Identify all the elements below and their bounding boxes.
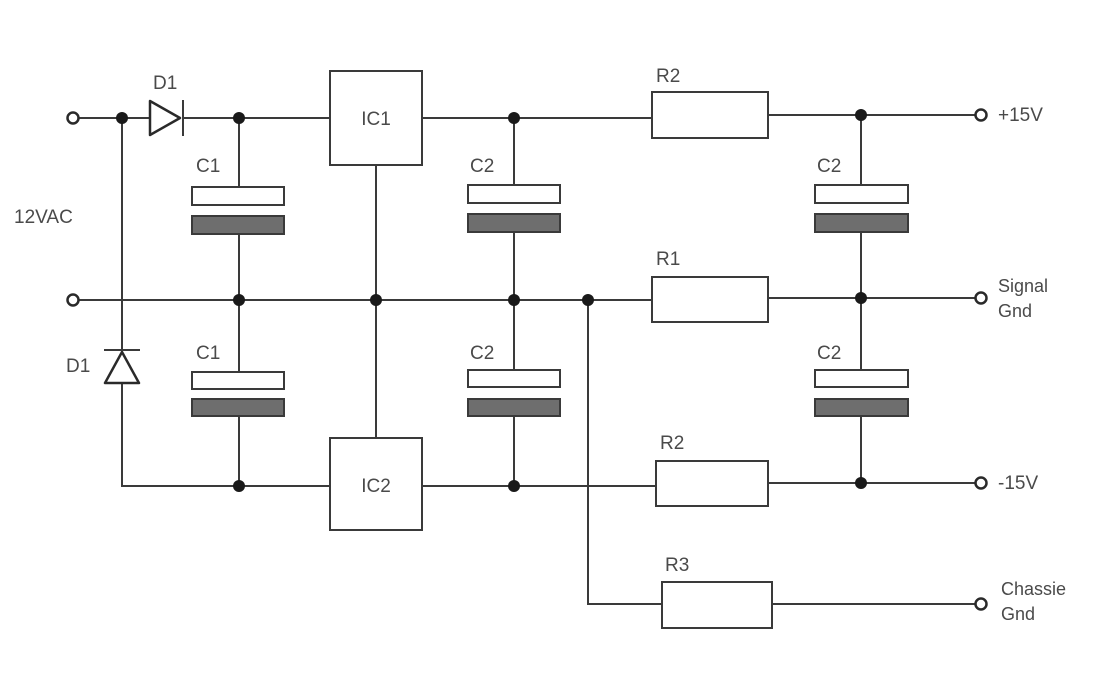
junction-node (370, 294, 382, 306)
wire-r3-branch (587, 300, 662, 605)
chassie-gnd-label-line2: Gnd (1001, 604, 1035, 624)
capacitor-c1-top (191, 186, 285, 235)
terminals (66, 108, 988, 611)
resistor-r2-top (651, 91, 769, 139)
r1-label: R1 (656, 249, 680, 270)
terminal-plus15 (974, 108, 988, 122)
r3-label: R3 (665, 555, 689, 576)
c2-mid-bottom-label: C2 (470, 343, 494, 364)
chassie-gnd-label-line1: Chassie (1001, 579, 1066, 599)
diode-top-label: D1 (153, 73, 177, 94)
plus15-label: +15V (998, 105, 1043, 126)
capacitor-c2-right-top (814, 184, 909, 233)
junction-node (855, 477, 867, 489)
junction-node (582, 294, 594, 306)
capacitor-c2-mid-bottom (467, 369, 561, 417)
resistor-r2-bottom (655, 460, 769, 507)
wire-bottom-d1-to-ic2 (121, 118, 330, 487)
c2-right-bottom-label: C2 (817, 343, 841, 364)
junction-node (855, 292, 867, 304)
r2-bottom-label: R2 (660, 433, 684, 454)
capacitor-c1-bottom (191, 371, 285, 417)
minus15-label: -15V (998, 473, 1038, 494)
r2-top-label: R2 (656, 66, 680, 87)
diode-top-icon (148, 99, 184, 137)
terminal-chassie-gnd (974, 597, 988, 611)
terminal-input-top (66, 111, 80, 125)
resistor-r3 (661, 581, 773, 629)
ic2-label: IC2 (361, 476, 391, 497)
signal-gnd-label-line2: Gnd (998, 301, 1032, 321)
diode-bottom-label: D1 (66, 356, 90, 377)
junction-nodes (116, 109, 867, 492)
junction-node (855, 109, 867, 121)
terminal-input-mid (66, 293, 80, 307)
ic2-box (329, 437, 423, 531)
resistor-r1 (651, 276, 769, 323)
c2-mid-top-label: C2 (470, 156, 494, 177)
c2-right-top-label: C2 (817, 156, 841, 177)
ic1-label: IC1 (361, 109, 391, 130)
junction-node (508, 294, 520, 306)
junction-node (508, 112, 520, 124)
signal-gnd-label-line1: Signal (998, 276, 1048, 296)
c1-top-label: C1 (196, 156, 220, 177)
junction-node (233, 480, 245, 492)
ic1-box (329, 70, 423, 166)
capacitor-c2-right-bottom (814, 369, 909, 417)
terminal-signal-gnd (974, 291, 988, 305)
terminal-minus15 (974, 476, 988, 490)
junction-node (508, 480, 520, 492)
junction-node (233, 294, 245, 306)
capacitor-c2-mid-top (467, 184, 561, 233)
c1-bottom-label: C1 (196, 343, 220, 364)
junction-node (116, 112, 128, 124)
input-label: 12VAC (14, 207, 73, 228)
diode-bottom-icon (103, 349, 141, 385)
junction-node (233, 112, 245, 124)
